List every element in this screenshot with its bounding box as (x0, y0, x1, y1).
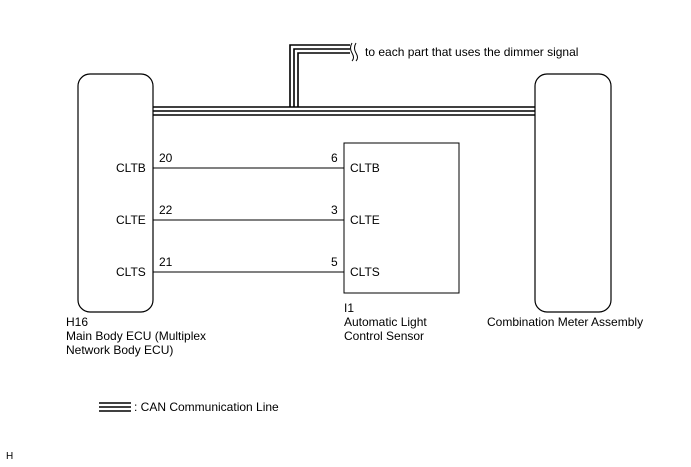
meter-name: Combination Meter Assembly (487, 315, 644, 329)
ecu-pin-label-cltb: CLTB (116, 161, 146, 175)
legend-can-symbol (99, 402, 131, 412)
can-branch-line (289, 44, 350, 107)
legend-label: : CAN Communication Line (134, 400, 279, 414)
ecu-pin-label-clte: CLTE (116, 213, 146, 227)
dimmer-note: to each part that uses the dimmer signal (365, 45, 579, 59)
ecu-pin-number-21: 21 (159, 255, 173, 269)
corner-mark: H (6, 451, 14, 462)
sensor-pin-number-6: 6 (331, 151, 338, 165)
ecu-pin-number-22: 22 (159, 203, 173, 217)
sensor-code: I1 (344, 301, 355, 315)
sensor-pin-label-clte: CLTE (350, 213, 380, 227)
combination-meter-block (534, 73, 612, 313)
wire-break-mark (350, 42, 358, 62)
light-sensor-block (343, 142, 460, 294)
can-bus-line (153, 106, 535, 116)
ecu-pin-number-20: 20 (159, 151, 173, 165)
sensor-pin-number-5: 5 (331, 255, 338, 269)
sensor-pin-label-clts: CLTS (350, 265, 380, 279)
ecu-pin-label-clts: CLTS (116, 265, 146, 279)
ecu-name-line2: Network Body ECU) (66, 343, 174, 357)
sensor-pin-label-cltb: CLTB (350, 161, 380, 175)
sensor-name-line1: Automatic Light (344, 315, 427, 329)
sensor-pin-number-3: 3 (331, 203, 338, 217)
sensor-name-line2: Control Sensor (344, 329, 425, 343)
ecu-code: H16 (66, 315, 89, 329)
signal-wires (153, 167, 344, 273)
ecu-name-line1: Main Body ECU (Multiplex (66, 329, 207, 343)
main-body-ecu-block (77, 73, 154, 313)
